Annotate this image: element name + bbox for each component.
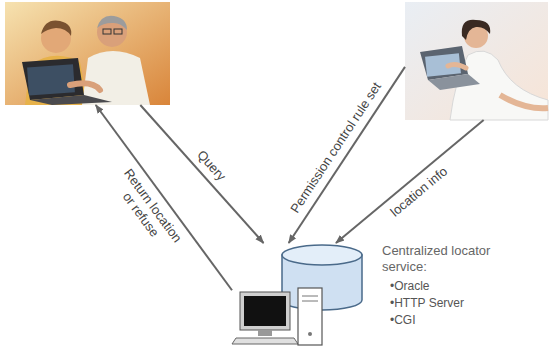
locator-service: Centralized locator service: •Oracle•HTTP… — [232, 243, 547, 348]
arrow-label: Permission control rule set — [287, 79, 384, 215]
flow-arrow — [289, 67, 405, 243]
user-photo — [405, 2, 548, 120]
service-heading: Centralized locator service: — [382, 243, 522, 275]
service-text: Centralized locator service: •Oracle•HTTP… — [382, 243, 532, 329]
server-icon — [232, 245, 362, 345]
service-item: •HTTP Server — [382, 295, 532, 312]
arrow-label: Query — [195, 147, 230, 183]
flow-arrow — [96, 105, 232, 290]
service-item: •CGI — [382, 312, 532, 329]
men-photo — [5, 2, 170, 105]
service-item: •Oracle — [382, 278, 532, 295]
woman-photo — [405, 2, 548, 120]
flow-arrow — [336, 120, 484, 243]
people-photo — [5, 2, 170, 105]
